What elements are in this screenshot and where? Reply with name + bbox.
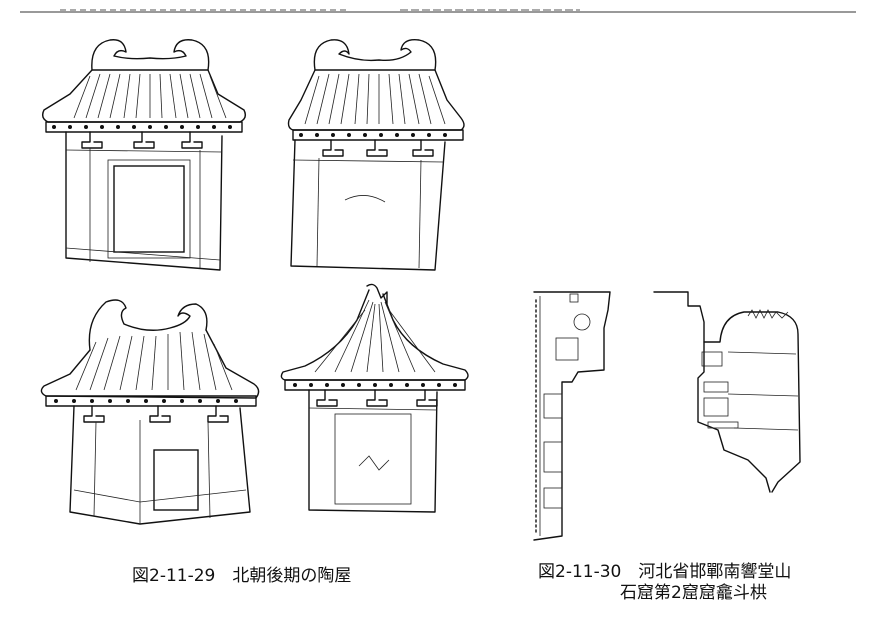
cave-bracket-section-drawings <box>528 282 808 544</box>
pottery-house-illustrations <box>30 30 480 530</box>
pottery-house-pyramid-roof-view <box>280 283 469 513</box>
figure-30-caption-line2: 石窟第2窟窟龕斗栱 <box>620 583 767 603</box>
cave-section-right <box>653 291 801 493</box>
page-top-rule <box>20 9 856 13</box>
pottery-house-front-view <box>41 39 247 271</box>
pottery-house-hip-roof-view <box>40 299 260 525</box>
figure-30-caption-line1: 図2-11-30 河北省邯鄲南響堂山 <box>538 562 792 582</box>
pottery-house-side-view <box>287 39 465 271</box>
cave-section-left <box>533 291 611 541</box>
figure-29-caption: 図2-11-29 北朝後期の陶屋 <box>132 566 352 586</box>
